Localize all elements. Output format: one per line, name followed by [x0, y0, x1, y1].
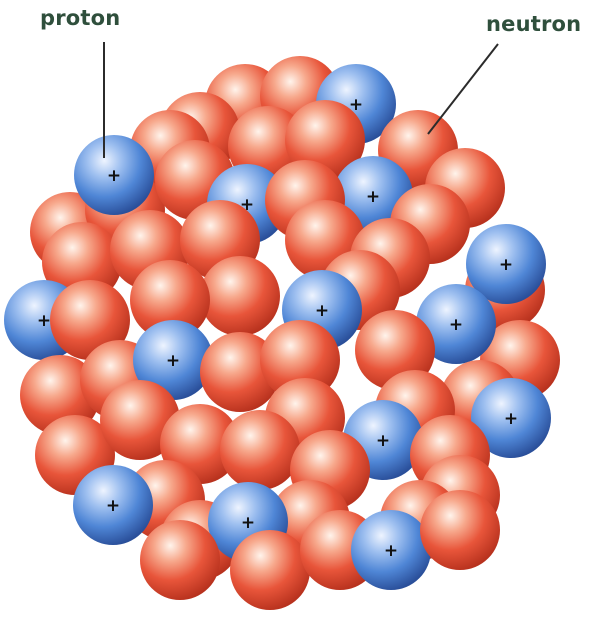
plus-sign: + — [107, 166, 121, 186]
plus-sign: + — [376, 431, 390, 451]
neutron-sphere — [140, 520, 220, 600]
neutron-sphere — [200, 256, 280, 336]
plus-sign: + — [384, 541, 398, 561]
particle-cluster: ++++++++++++++ — [4, 56, 560, 610]
neutron-pointer-line — [428, 44, 498, 134]
proton-label: proton — [40, 6, 120, 30]
plus-sign: + — [166, 351, 180, 371]
neutron-sphere — [420, 490, 500, 570]
neutron-sphere — [230, 530, 310, 610]
neutron-label: neutron — [486, 12, 581, 36]
plus-sign: + — [504, 409, 518, 429]
plus-sign: + — [315, 301, 329, 321]
plus-sign: + — [106, 496, 120, 516]
plus-sign: + — [241, 513, 255, 533]
plus-sign: + — [449, 315, 463, 335]
plus-sign: + — [499, 255, 513, 275]
plus-sign: + — [366, 187, 380, 207]
plus-sign: + — [37, 311, 51, 331]
neutron-sphere — [220, 410, 300, 490]
